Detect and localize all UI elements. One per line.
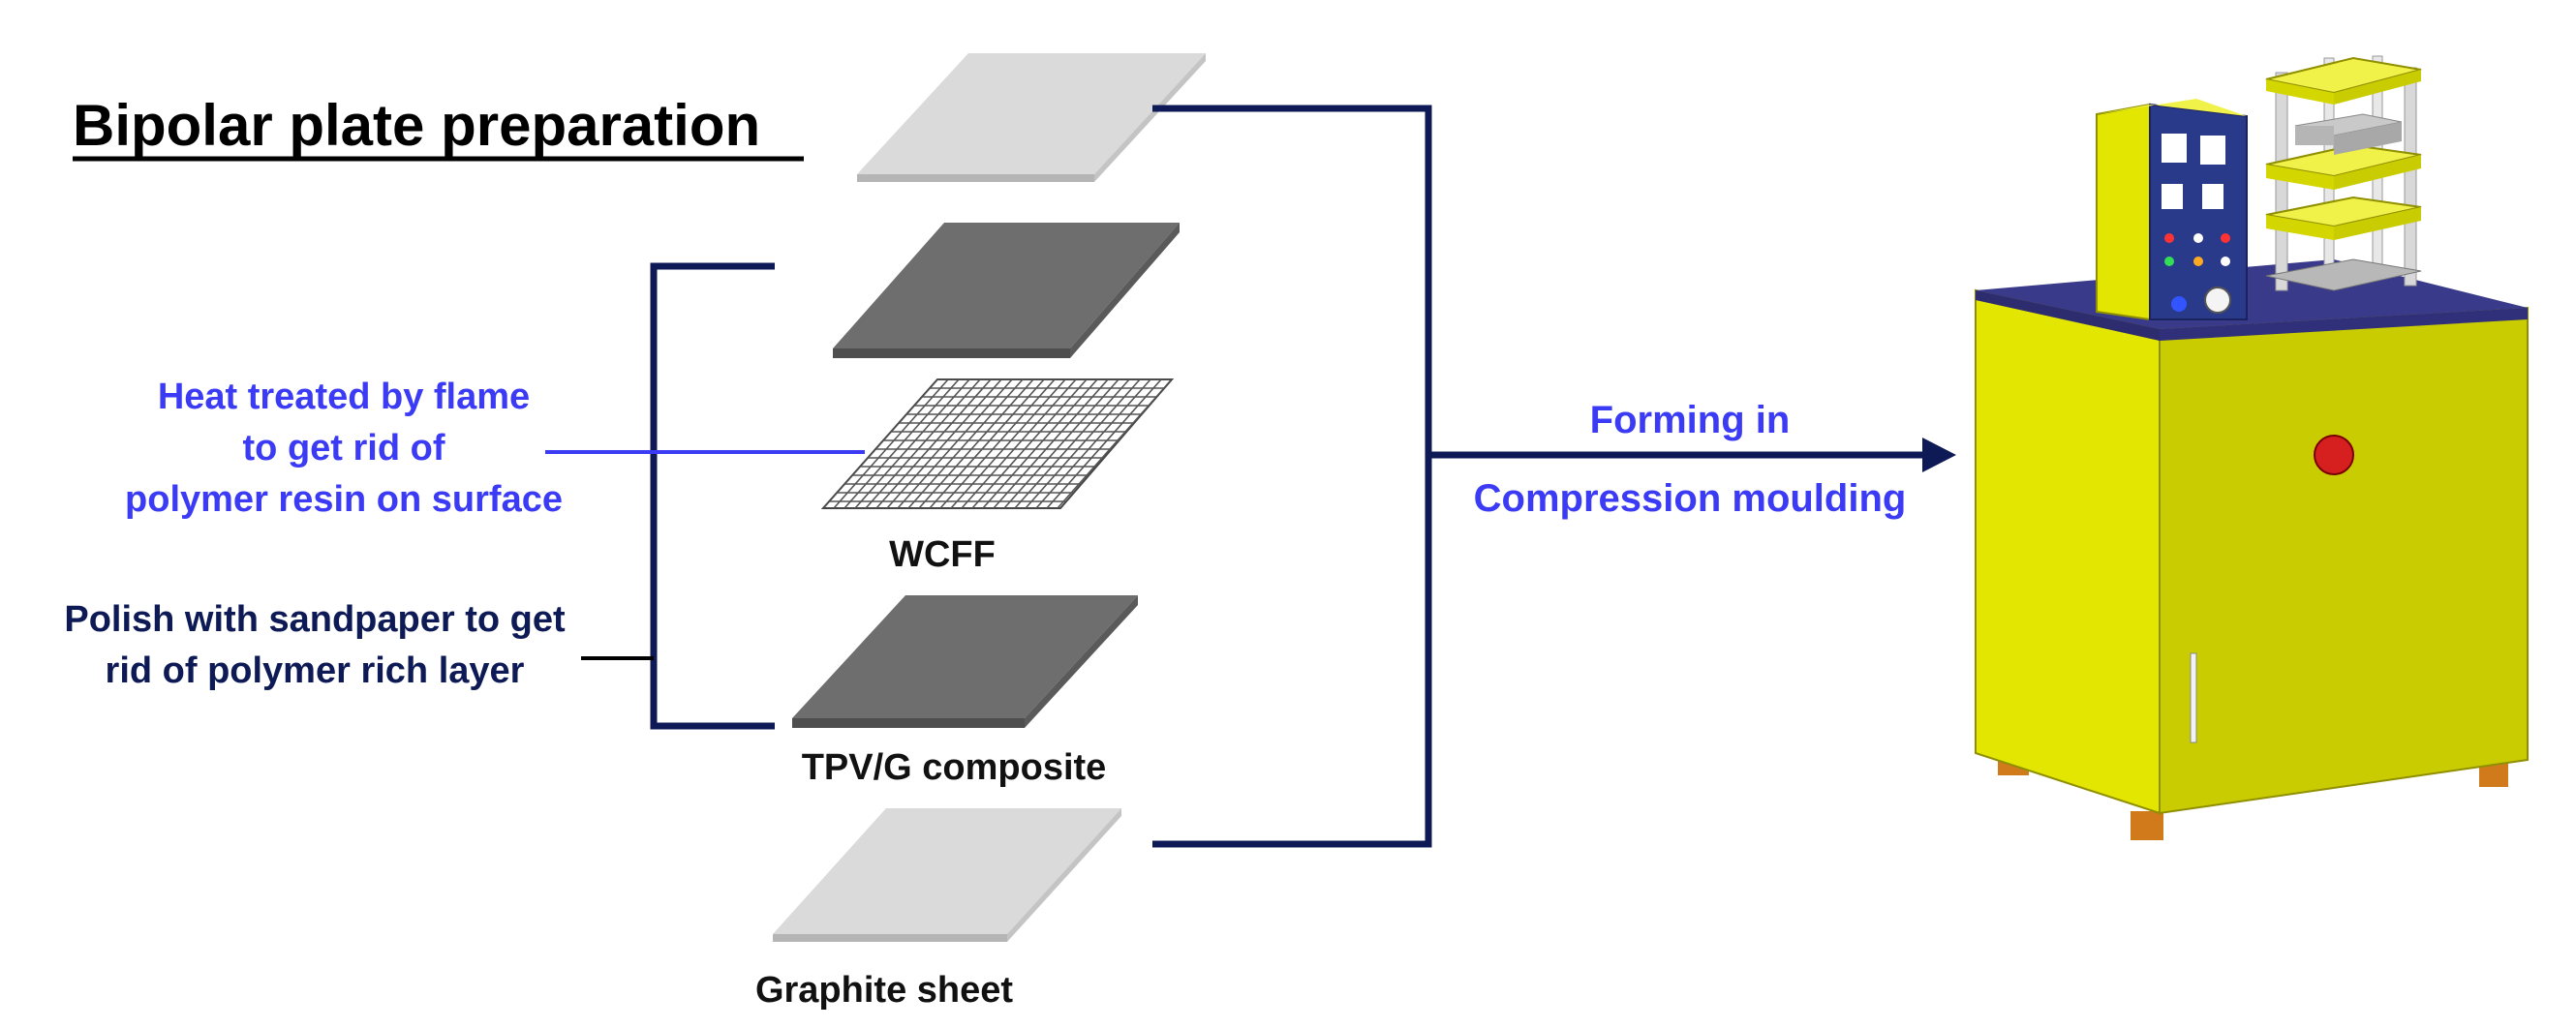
press-base — [2265, 258, 2422, 291]
mesh-line — [950, 379, 1066, 508]
heat-note-line3: polymer resin on surface — [125, 479, 563, 520]
tpvg-label: TPV/G composite — [802, 747, 1107, 788]
mesh-line — [1014, 379, 1130, 508]
polish-note: Polish with sandpaper to get rid of poly… — [64, 599, 566, 691]
wcff-label: WCFF — [889, 534, 996, 575]
mesh-line — [843, 379, 960, 508]
mesh-line — [993, 379, 1109, 508]
machine-body-front — [1975, 288, 2161, 815]
wcff-mesh — [820, 378, 1175, 509]
mesh-line — [918, 379, 1034, 508]
mesh-line — [833, 379, 949, 508]
press-column-left — [2275, 72, 2288, 291]
control-box-front — [2096, 103, 2151, 321]
tpvg-plate-bottom — [792, 595, 1138, 728]
mesh-line — [939, 379, 1056, 508]
mesh-line — [1035, 379, 1151, 508]
mesh-line — [854, 379, 970, 508]
mesh-line — [1025, 379, 1141, 508]
forming-arrow-head — [1922, 438, 1956, 472]
polish-note-line1: Polish with sandpaper to get — [64, 599, 566, 640]
mesh-line — [907, 379, 1024, 508]
mesh-line — [1057, 379, 1172, 508]
tpvg-bracket — [650, 262, 775, 730]
forming-line2: Compression moulding — [1474, 477, 1907, 520]
heat-note-line2: to get rid of — [243, 428, 445, 469]
forming-line1: Forming in — [1590, 399, 1791, 441]
mesh-line — [886, 379, 1002, 508]
machine-foot-front — [2131, 811, 2163, 840]
press-column-right — [2404, 67, 2417, 287]
mesh-line — [1003, 379, 1119, 508]
mesh-line — [875, 379, 992, 508]
graphite-sheet-bottom — [773, 808, 1121, 942]
graphite-bracket — [1152, 105, 1432, 848]
heat-note: Heat treated by flame to get rid of poly… — [125, 377, 563, 520]
tpvg-plate-top — [833, 223, 1180, 358]
mesh-line — [897, 379, 1013, 508]
graphite-label: Graphite sheet — [755, 970, 1013, 1011]
mesh-line — [982, 379, 1098, 508]
mesh-line — [1046, 379, 1162, 508]
door-handle-icon — [2190, 652, 2197, 743]
heat-note-line1: Heat treated by flame — [158, 377, 530, 417]
emergency-stop-icon — [2314, 435, 2354, 475]
mesh-line — [929, 379, 1045, 508]
mesh-line — [865, 379, 981, 508]
mesh-line — [961, 379, 1077, 508]
graphite-sheet-top — [857, 53, 1206, 182]
machine-body-side — [2159, 306, 2529, 815]
mesh-line — [971, 379, 1088, 508]
diagram-title: Bipolar plate preparation — [73, 93, 760, 158]
polish-note-line2: rid of polymer rich layer — [106, 650, 525, 691]
compression-moulding-machine — [1975, 55, 2529, 840]
